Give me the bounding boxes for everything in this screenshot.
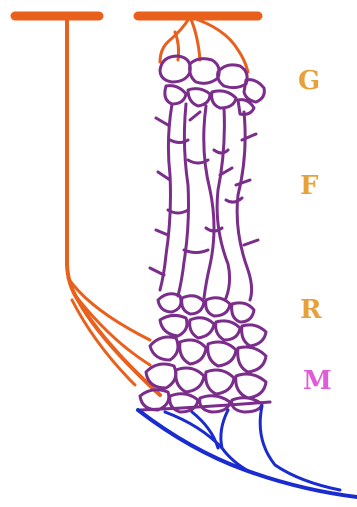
top-cell-7 [212,91,236,108]
lower-cell-2 [182,296,204,314]
column-spur-2 [158,172,170,180]
lower-cell-17 [140,390,169,410]
label-r: R [300,297,322,323]
column-spur-1 [156,118,168,125]
column-fiber-3 [217,108,229,298]
label-f: F [300,173,318,199]
purple-cell-structure [140,56,270,412]
column-crossline-2 [188,160,208,163]
column-spur-3 [156,230,168,235]
column-left-edge [160,104,172,290]
lower-cell-13 [146,364,176,388]
lower-cell-10 [180,340,206,364]
top-cell-6 [188,89,210,106]
lower-cell-7 [216,321,240,340]
lower-cell-4 [232,303,254,322]
column-crossline-7 [184,250,208,253]
right-fiber-branch-2 [190,17,200,60]
blue-fiber-structure [138,406,357,497]
column-spur-8 [190,112,200,120]
blue-branch-2 [192,412,218,448]
column-crossline-3 [214,150,228,153]
lower-cell-6 [190,318,214,338]
column-crossline-5 [168,210,188,213]
lower-cell-1 [158,294,181,312]
column-fiber-2 [204,106,214,298]
top-cell-2 [190,59,220,84]
lower-cell-15 [206,370,234,394]
left-fiber-branch-2 [75,295,150,365]
top-cell-3 [218,65,248,88]
blue-branch-1 [165,412,250,472]
column-spur-5 [236,180,250,185]
column-spur-6 [244,240,258,245]
lower-cell-3 [206,298,230,316]
left-fiber-branch-1 [68,278,150,340]
column-fiber-1 [178,104,189,296]
lower-cell-16 [236,374,266,398]
label-g: G [298,68,320,94]
lower-cell-12 [238,347,266,372]
column-spur-7 [150,268,164,275]
blue-main-curve [138,410,357,497]
lower-cell-11 [208,342,236,366]
blue-branch-3 [221,410,228,448]
top-cell-5 [165,86,186,104]
lower-cell-14 [176,368,204,392]
lower-cell-9 [150,337,178,360]
column-crossline-4 [226,198,242,202]
label-m: M [303,368,332,394]
lower-cell-8 [242,325,266,346]
column-crossline-1 [170,140,188,143]
lower-cell-5 [160,315,187,336]
top-cell-1 [160,56,190,82]
